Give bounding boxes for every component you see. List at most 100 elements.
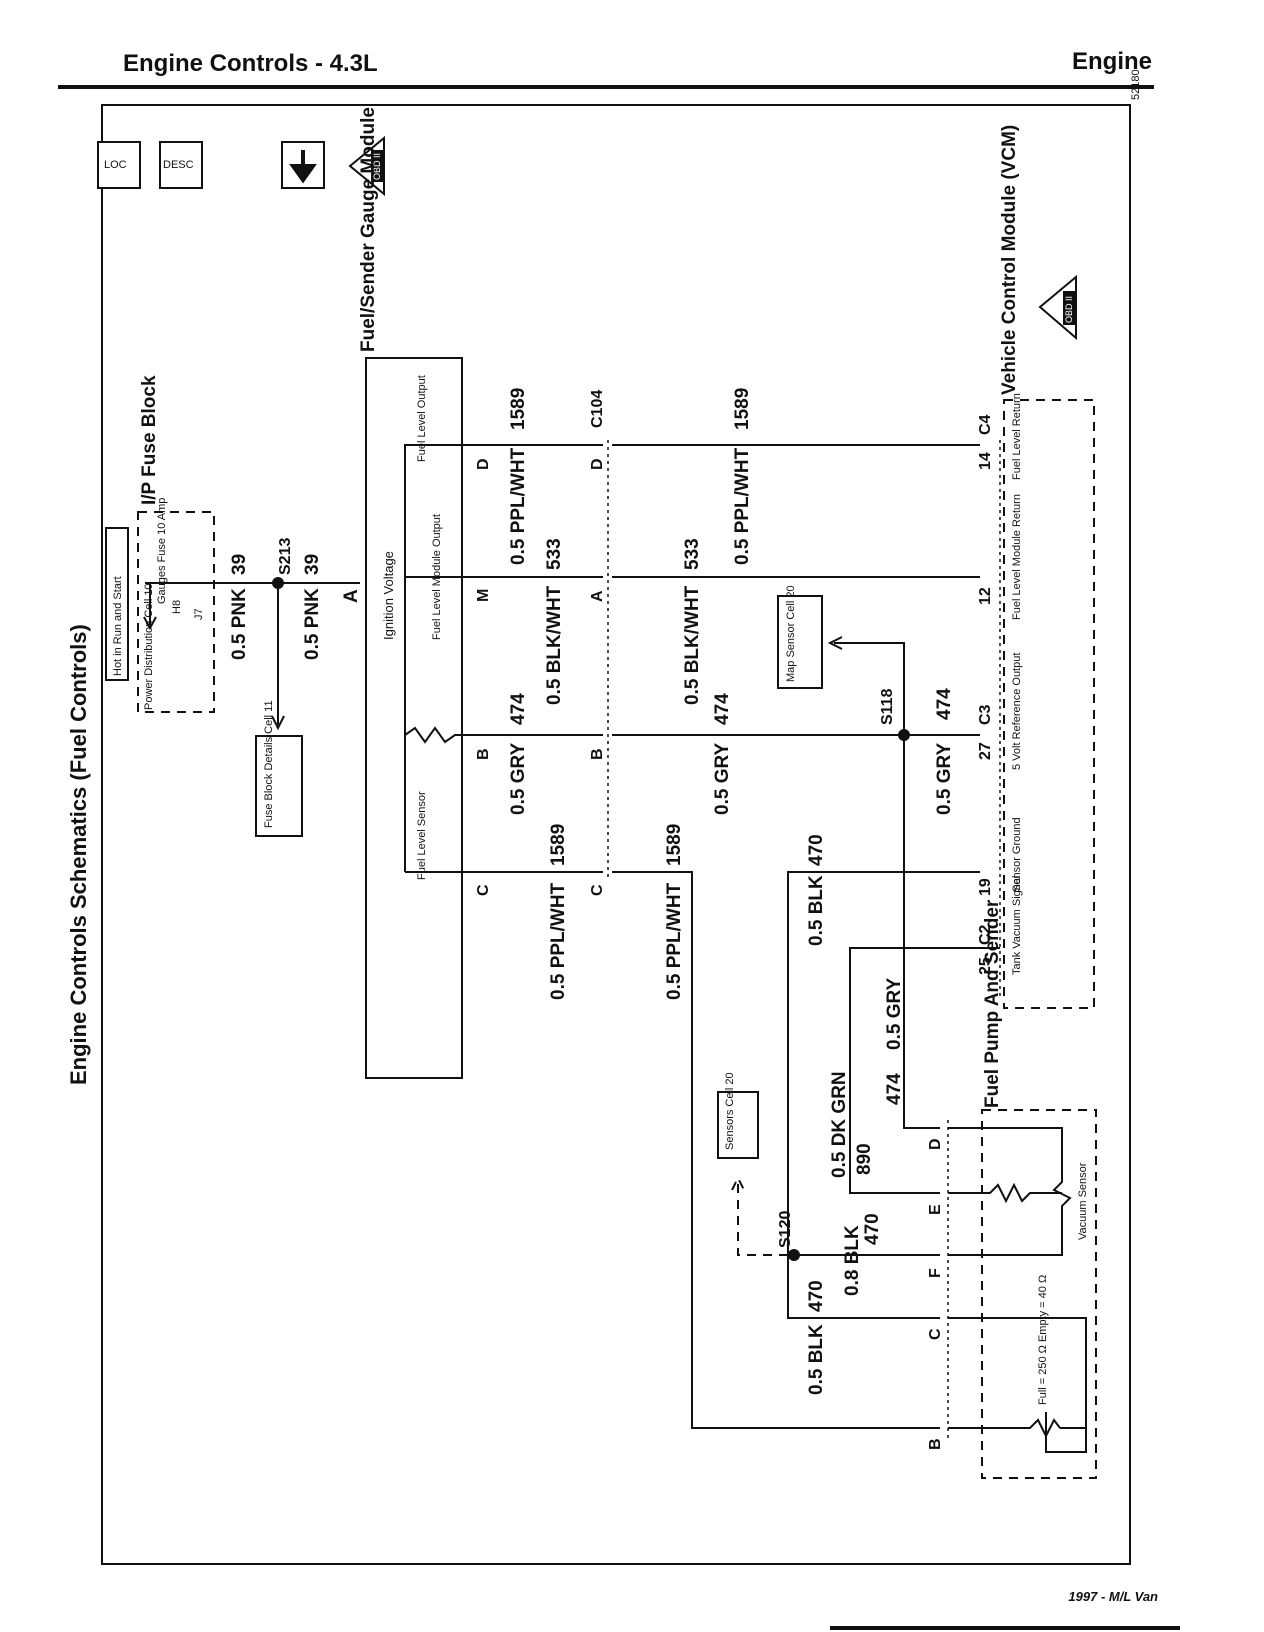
module-resistor (404, 726, 462, 744)
vcm-c2: C2 (977, 924, 994, 945)
vcm-pin-19-label: Sensor Ground (1011, 817, 1023, 892)
label-gry-b: 0.5 GRY (712, 743, 733, 815)
label-gry-a: 0.5 GRY (508, 743, 529, 815)
label-474-vcm: 474 (934, 688, 955, 720)
fuel-level-sensor-label: Fuel Level Sensor (416, 791, 428, 880)
pump-resistor (948, 1182, 1062, 1204)
loc-icon[interactable]: LOC (97, 141, 141, 189)
wire-pnk-label-b: 0.5 PNK (302, 588, 323, 660)
fuse-pin-j7: J7 (193, 608, 205, 620)
map-sensor-ref[interactable]: Map Sensor Cell 20 (777, 585, 823, 689)
wire-474-pump (903, 735, 940, 1129)
map-sensor-label: Map Sensor Cell 20 (785, 585, 797, 682)
wire-pnk-label-a: 0.5 PNK (229, 588, 250, 660)
vcm-pin-27-label: 5 Volt Reference Output (1011, 653, 1023, 770)
fuse-name-label: Gauges Fuse 10 Amp (156, 498, 168, 604)
gauge-module-title: Fuel/Sender Gauge Module (358, 107, 379, 352)
pin-b-module: B (475, 748, 492, 760)
pump-pin-b: B (927, 1438, 944, 1450)
label-470-c: 470 (806, 1280, 827, 1312)
fuse-block-title: I/P Fuse Block (139, 375, 160, 505)
down-arrow-icon[interactable] (281, 141, 325, 189)
footer-rule (830, 1626, 1180, 1630)
pin-d-module: D (475, 458, 492, 470)
splice-s120: S120 (777, 1211, 794, 1248)
label-ppl-wht-d: 0.5 PPL/WHT (664, 882, 685, 1000)
wire-39-circuit-b: 39 (302, 554, 323, 575)
label-gry-vcm: 0.5 GRY (934, 743, 955, 815)
label-dk-grn: 0.5 DK GRN (829, 1071, 850, 1178)
pump-title: Fuel Pump And Sender (982, 899, 1003, 1108)
label-1589-a: 1589 (508, 388, 529, 430)
pump-pin-e: E (927, 1204, 944, 1215)
label-470-ground: 470 (806, 834, 827, 866)
power-arrow (143, 583, 157, 631)
pin-d-c104: D (589, 458, 606, 470)
power-distribution-ref: Power Distribution Cell 10 (143, 583, 155, 710)
label-890: 890 (854, 1143, 875, 1175)
label-470-f: 470 (862, 1213, 883, 1245)
sensors-ref[interactable]: Sensors Cell 20 (717, 1072, 759, 1159)
vcm-pin-14-label: Fuel Level Return (1011, 393, 1023, 480)
wire-1589-sensor-b (612, 871, 940, 1429)
obd-icon-label-vcm: OBD II (1064, 296, 1074, 323)
vcm-pin-12: 12 (977, 587, 994, 605)
wire-39-circuit-a: 39 (229, 554, 250, 575)
vcm: Vehicle Control Module (VCM) C4 C3 C2 14… (977, 125, 1095, 1009)
pin-b-c104: B (589, 748, 606, 760)
gauge-module: Fuel/Sender Gauge Module Ignition Voltag… (358, 107, 463, 1079)
diagram-frame (101, 104, 1131, 1565)
label-ppl-wht-b: 0.5 PPL/WHT (732, 447, 753, 565)
splice-s118: S118 (879, 688, 896, 725)
obd-warning-icon: OBD II (348, 135, 385, 197)
vacuum-sensor-loop (948, 1127, 1072, 1256)
desc-icon[interactable]: DESC (159, 141, 203, 189)
fuse-block-details-label: Fuse Block Details Cell 11 (263, 700, 275, 828)
vcm-c3: C3 (977, 704, 994, 725)
fuel-level-output-label: Fuel Level Output (416, 375, 428, 462)
desc-icon-label: DESC (163, 159, 194, 171)
fuse-pin-h8: H8 (171, 600, 183, 614)
label-gry-pump: 0.5 GRY (884, 978, 905, 1050)
vacuum-sensor-label: Vacuum Sensor (1077, 1162, 1089, 1240)
label-1589-c: 1589 (548, 824, 569, 866)
header-section: Engine (1071, 48, 1152, 75)
label-08-blk: 0.8 BLK (842, 1225, 863, 1296)
label-1589-b: 1589 (732, 388, 753, 430)
fuse-block: I/P Fuse Block Hot in Run and Start Gaug… (105, 375, 215, 713)
vcm-pin-27: 27 (977, 742, 994, 760)
vcm-c4: C4 (977, 414, 994, 435)
sender-resistance-label: Full = 250 Ω Empty = 40 Ω (1037, 1275, 1049, 1405)
label-ppl-wht-c: 0.5 PPL/WHT (548, 882, 569, 1000)
pump-pin-c: C (927, 1328, 944, 1340)
pump-pin-d: D (927, 1138, 944, 1150)
pin-m-module: M (475, 589, 492, 602)
module-internal-bus (404, 444, 462, 872)
footer-text: 1997 - M/L Van (1068, 1589, 1158, 1604)
wire-890-vacuum (849, 947, 980, 1194)
label-533-b: 533 (682, 538, 703, 570)
connector-c104-label: C104 (589, 390, 606, 428)
label-ppl-wht-a: 0.5 PPL/WHT (508, 447, 529, 565)
sender-variable-resistor (948, 1412, 1087, 1453)
vcm-pin-19: 19 (977, 878, 994, 896)
obd-warning-icon-vcm: OBD II (1038, 274, 1077, 341)
label-blk-wht-a: 0.5 BLK/WHT (544, 585, 565, 705)
vcm-pin-14: 14 (977, 452, 994, 470)
splice-s213: S213 (277, 538, 294, 575)
pin-c-module: C (475, 884, 492, 896)
hot-in-run-label: Hot in Run and Start (112, 576, 124, 676)
wire-470-ground (787, 871, 980, 1319)
fuse-block-details-ref[interactable]: Fuse Block Details Cell 11 (255, 700, 303, 837)
s213-branch (271, 583, 285, 731)
sender-ground (948, 1317, 1087, 1429)
vcm-pin-25-label: Tank Vacuum Signal (1011, 876, 1023, 975)
label-474-b: 474 (712, 693, 733, 725)
header-rule (58, 85, 1154, 89)
label-blk-wht-b: 0.5 BLK/WHT (682, 585, 703, 705)
vcm-title: Vehicle Control Module (VCM) (999, 125, 1020, 395)
header-title: Engine Controls - 4.3L (123, 50, 378, 77)
s118-map-branch (827, 636, 905, 735)
label-blk-ground: 0.5 BLK (806, 875, 827, 946)
